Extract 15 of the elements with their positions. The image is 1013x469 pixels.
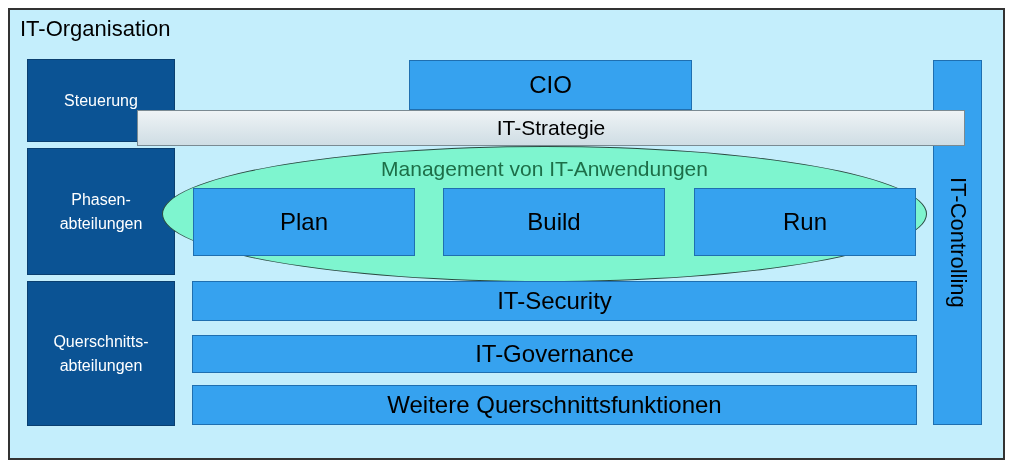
role-box: CIO: [409, 60, 692, 110]
department-box: Steuerung: [27, 59, 175, 142]
department-box: Querschnitts- abteilungen: [27, 281, 175, 426]
phase-box: Run: [694, 188, 916, 256]
organisation-panel: [8, 8, 1005, 460]
department-box: Phasen- abteilungen: [27, 148, 175, 275]
phase-box: Build: [443, 188, 665, 256]
panel-title: IT-Organisation: [20, 16, 171, 42]
strategy-bar: IT-Strategie: [137, 110, 965, 146]
function-bar: IT-Security: [192, 281, 917, 321]
area-title: Management von IT-Anwendungen: [380, 157, 709, 181]
controlling-bar: IT-Controlling: [933, 60, 982, 425]
function-bar: IT-Governance: [192, 335, 917, 373]
function-bar: Weitere Querschnittsfunktionen: [192, 385, 917, 425]
phase-box: Plan: [193, 188, 415, 256]
